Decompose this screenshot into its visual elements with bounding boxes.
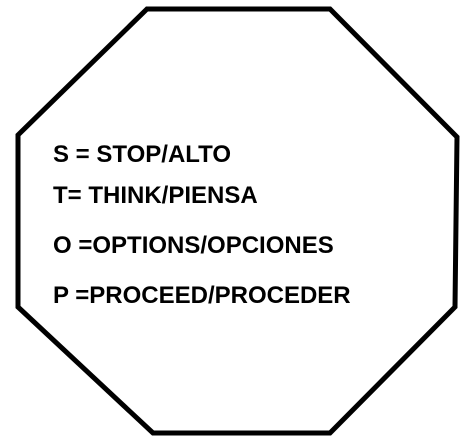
line-stop: S = STOP/ALTO — [53, 141, 232, 168]
octagon-outline — [15, 6, 460, 436]
line-options: O =OPTIONS/OPCIONES — [53, 232, 334, 259]
line-think: T= THINK/PIENSA — [53, 182, 258, 209]
line-proceed: P =PROCEED/PROCEDER — [53, 282, 351, 309]
